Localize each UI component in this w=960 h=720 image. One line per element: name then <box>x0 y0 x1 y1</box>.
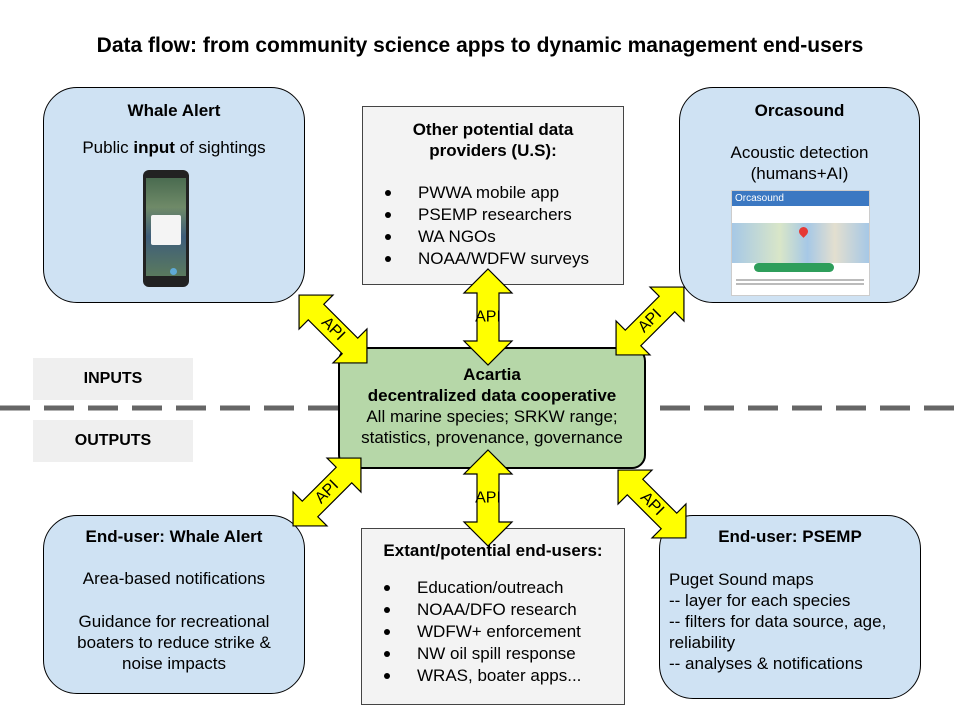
acartia-title-1: Acartia <box>463 365 521 384</box>
orcasound-desc-1: Acoustic detection <box>730 143 869 162</box>
enduser-psemp-box: End-user: PSEMP Puget Sound maps -- laye… <box>659 515 921 699</box>
api-label: API <box>475 309 501 326</box>
other-providers-box: Other potential data providers (U.S): PW… <box>362 106 624 285</box>
enduser-whale-alert-line2: Guidance for recreational <box>78 612 270 631</box>
inputs-label: INPUTS <box>33 358 193 400</box>
api-arrow-top-right: API <box>598 269 702 373</box>
whale-alert-phone-image <box>143 170 189 287</box>
enduser-whale-alert-line3: boaters to reduce strike & <box>77 633 271 652</box>
other-providers-title-2: providers (U.S): <box>429 141 557 160</box>
list-item: WDFW+ enforcement <box>362 621 624 643</box>
phone-button-dot <box>170 268 177 275</box>
extant-endusers-box: Extant/potential end-users: Education/ou… <box>361 528 625 705</box>
whale-alert-desc-pre: Public <box>82 138 134 157</box>
enduser-psemp-line: -- filters for data source, age, <box>669 612 887 631</box>
extant-endusers-title: Extant/potential end-users: <box>383 541 603 560</box>
api-arrow-top-left: API <box>281 277 385 381</box>
phone-card <box>151 215 181 245</box>
enduser-psemp-line: Puget Sound maps <box>669 570 814 589</box>
outputs-label: OUTPUTS <box>33 420 193 462</box>
page-title: Data flow: from community science apps t… <box>96 34 864 57</box>
enduser-psemp-title: End-user: PSEMP <box>718 527 862 546</box>
enduser-psemp-line: reliability <box>669 633 736 652</box>
whale-alert-desc-bold: input <box>133 138 175 157</box>
listen-button-image <box>754 263 834 272</box>
list-item: NW oil spill response <box>362 643 624 665</box>
whale-alert-desc-post: of sightings <box>174 138 266 157</box>
list-item: NOAA/WDFW surveys <box>363 248 623 270</box>
orcasound-screenshot-bar: Orcasound <box>732 191 869 206</box>
acartia-desc-1: All marine species; SRKW range; <box>366 407 618 426</box>
api-label: API <box>475 490 501 507</box>
enduser-whale-alert-line1: Area-based notifications <box>82 569 266 588</box>
extant-endusers-list: Education/outreach NOAA/DFO research WDF… <box>362 577 624 687</box>
enduser-psemp-lines: Puget Sound maps -- layer for each speci… <box>660 569 920 674</box>
api-arrow-bottom-left: API <box>275 440 379 544</box>
other-providers-list: PWWA mobile app PSEMP researchers WA NGO… <box>363 182 623 270</box>
acartia-title-2: decentralized data cooperative <box>367 386 617 405</box>
whale-alert-desc: Public input of sightings <box>44 137 304 158</box>
orcasound-screenshot: Orcasound <box>731 190 870 296</box>
list-item: WA NGOs <box>363 226 623 248</box>
list-item: WRAS, boater apps... <box>362 665 624 687</box>
acartia-desc-2: statistics, provenance, governance <box>361 428 623 447</box>
list-item: PWWA mobile app <box>363 182 623 204</box>
text-lines <box>736 279 864 281</box>
list-item: NOAA/DFO research <box>362 599 624 621</box>
enduser-whale-alert-line4: noise impacts <box>122 654 226 673</box>
orcasound-title: Orcasound <box>754 101 845 120</box>
other-providers-title-1: Other potential data <box>412 120 574 139</box>
list-item: Education/outreach <box>362 577 624 599</box>
enduser-psemp-line: -- layer for each species <box>669 591 851 610</box>
enduser-psemp-line: -- analyses & notifications <box>669 654 863 673</box>
enduser-whale-alert-title: End-user: Whale Alert <box>85 527 263 546</box>
enduser-whale-alert-box: End-user: Whale Alert Area-based notific… <box>43 515 305 694</box>
orcasound-desc-2: (humans+AI) <box>750 164 849 183</box>
list-item: PSEMP researchers <box>363 204 623 226</box>
whale-alert-title: Whale Alert <box>127 101 221 120</box>
api-arrow-bottom-right: API <box>600 452 704 556</box>
